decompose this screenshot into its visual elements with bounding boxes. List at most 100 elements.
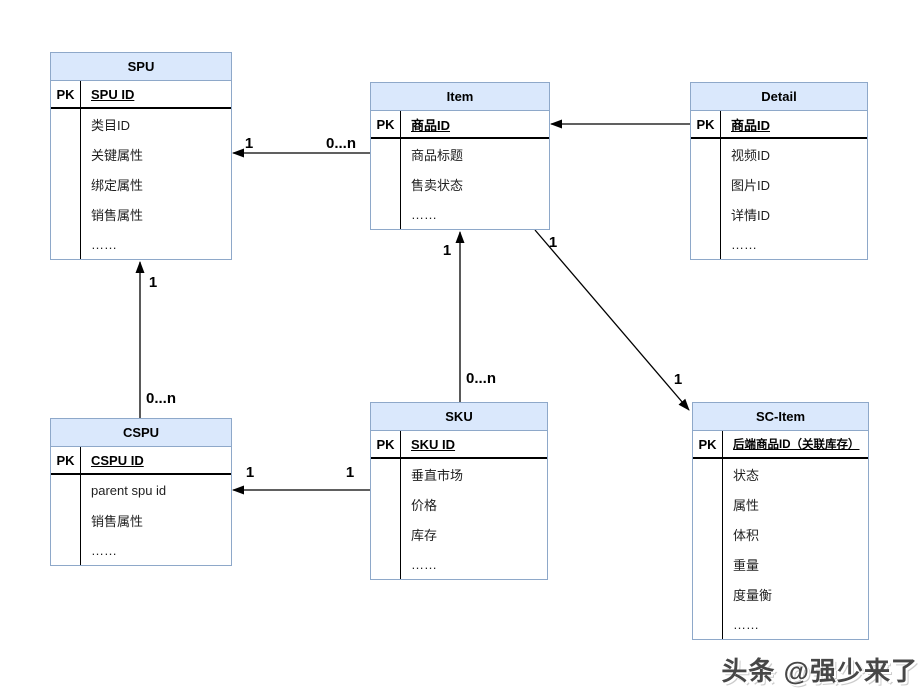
entity-field: 重量: [733, 557, 760, 573]
entity-title: SKU: [371, 403, 547, 431]
pk-field: 商品ID: [411, 117, 451, 133]
pk-column-spacer: [371, 459, 401, 489]
entity-field: ……: [91, 236, 117, 252]
entity-title: SPU: [51, 53, 231, 81]
cardinality-label-sku-cspu-label_from: 1: [346, 464, 354, 481]
pk-column-spacer: [693, 549, 723, 579]
pk-column-spacer: [371, 169, 401, 199]
pk-field: 商品ID: [731, 117, 771, 133]
pk-column-spacer: [371, 549, 401, 579]
pk-column-spacer: [51, 229, 81, 259]
cardinality-label-item-scitem-label_to: 1: [674, 371, 682, 388]
entity-title: Detail: [691, 83, 867, 111]
entity-title: SC-Item: [693, 403, 868, 431]
pk-column-spacer: [51, 109, 81, 139]
entity-title: CSPU: [51, 419, 231, 447]
entity-field: 价格: [411, 497, 438, 513]
pk-field: SPU ID: [91, 86, 135, 102]
cardinality-label-sku-item-label_to: 1: [443, 242, 451, 259]
pk-column-spacer: [371, 489, 401, 519]
entity-field: 属性: [733, 497, 760, 513]
pk-column-spacer: [691, 169, 721, 199]
pk-column-spacer: [693, 459, 723, 489]
pk-column-spacer: [51, 199, 81, 229]
cardinality-label-item-spu-label_to: 1: [245, 135, 253, 152]
entity-field: parent spu id: [91, 482, 167, 498]
field-row: 库存: [371, 519, 547, 549]
pk-badge: PK: [691, 111, 721, 137]
field-row: 价格: [371, 489, 547, 519]
pk-badge: PK: [693, 431, 723, 457]
field-row: 商品标题: [371, 139, 549, 169]
pk-field: CSPU ID: [91, 452, 144, 468]
pk-badge: PK: [371, 431, 401, 457]
cardinality-label-cspu-spu-label_to: 1: [149, 274, 157, 291]
entity-field: ……: [733, 616, 759, 632]
field-row: ……: [371, 199, 549, 229]
pk-row: PK 商品ID: [691, 111, 867, 139]
cardinality-label-sku-cspu-label_to: 1: [246, 464, 254, 481]
entity-field: 图片ID: [731, 177, 771, 193]
field-row: parent spu id: [51, 475, 231, 505]
pk-row: PK 后端商品ID（关联库存）: [693, 431, 868, 459]
field-row: 类目ID: [51, 109, 231, 139]
field-row: 重量: [693, 549, 868, 579]
field-row: 状态: [693, 459, 868, 489]
field-row: 体积: [693, 519, 868, 549]
entity-field: 库存: [411, 527, 438, 543]
field-row: ……: [691, 229, 867, 259]
pk-column-spacer: [51, 535, 81, 565]
field-row: 垂直市场: [371, 459, 547, 489]
cardinality-label-item-spu-label_from: 0...n: [326, 135, 356, 152]
pk-column-spacer: [51, 169, 81, 199]
pk-column-spacer: [51, 475, 81, 505]
entity-title: Item: [371, 83, 549, 111]
pk-field: SKU ID: [411, 436, 456, 452]
pk-column-spacer: [51, 139, 81, 169]
entity-field: 视频ID: [731, 147, 771, 163]
entity-field: 度量衡: [733, 587, 773, 603]
field-row: 销售属性: [51, 199, 231, 229]
entity-field: 体积: [733, 527, 760, 543]
entity-field: 类目ID: [91, 117, 131, 133]
field-row: ……: [51, 535, 231, 565]
pk-column-spacer: [691, 139, 721, 169]
entity-field: 状态: [733, 467, 760, 483]
cardinality-label-cspu-spu-label_from: 0...n: [146, 390, 176, 407]
entity-field: 销售属性: [91, 207, 144, 223]
field-row: ……: [693, 609, 868, 639]
entity-field: 销售属性: [91, 513, 144, 529]
entity-field: 垂直市场: [411, 467, 464, 483]
field-row: 属性: [693, 489, 868, 519]
field-row: 度量衡: [693, 579, 868, 609]
pk-column-spacer: [371, 199, 401, 229]
pk-row: PK SKU ID: [371, 431, 547, 459]
pk-badge: PK: [371, 111, 401, 137]
pk-row: PK SPU ID: [51, 81, 231, 109]
cardinality-label-sku-item-label_from: 0...n: [466, 370, 496, 387]
entity-field: 详情ID: [731, 207, 771, 223]
field-row: ……: [371, 549, 547, 579]
pk-column-spacer: [691, 199, 721, 229]
pk-badge: PK: [51, 81, 81, 107]
pk-row: PK CSPU ID: [51, 447, 231, 475]
entity-field: ……: [411, 556, 437, 572]
field-row: 详情ID: [691, 199, 867, 229]
pk-row: PK 商品ID: [371, 111, 549, 139]
pk-column-spacer: [51, 505, 81, 535]
entity-field: 关键属性: [91, 147, 144, 163]
pk-column-spacer: [693, 519, 723, 549]
entity-field: ……: [411, 206, 437, 222]
pk-field: 后端商品ID（关联库存）: [733, 439, 860, 451]
field-row: 视频ID: [691, 139, 867, 169]
field-row: 绑定属性: [51, 169, 231, 199]
cardinality-label-item-scitem-label_from: 1: [549, 234, 557, 251]
pk-badge: PK: [51, 447, 81, 473]
pk-column-spacer: [693, 609, 723, 639]
